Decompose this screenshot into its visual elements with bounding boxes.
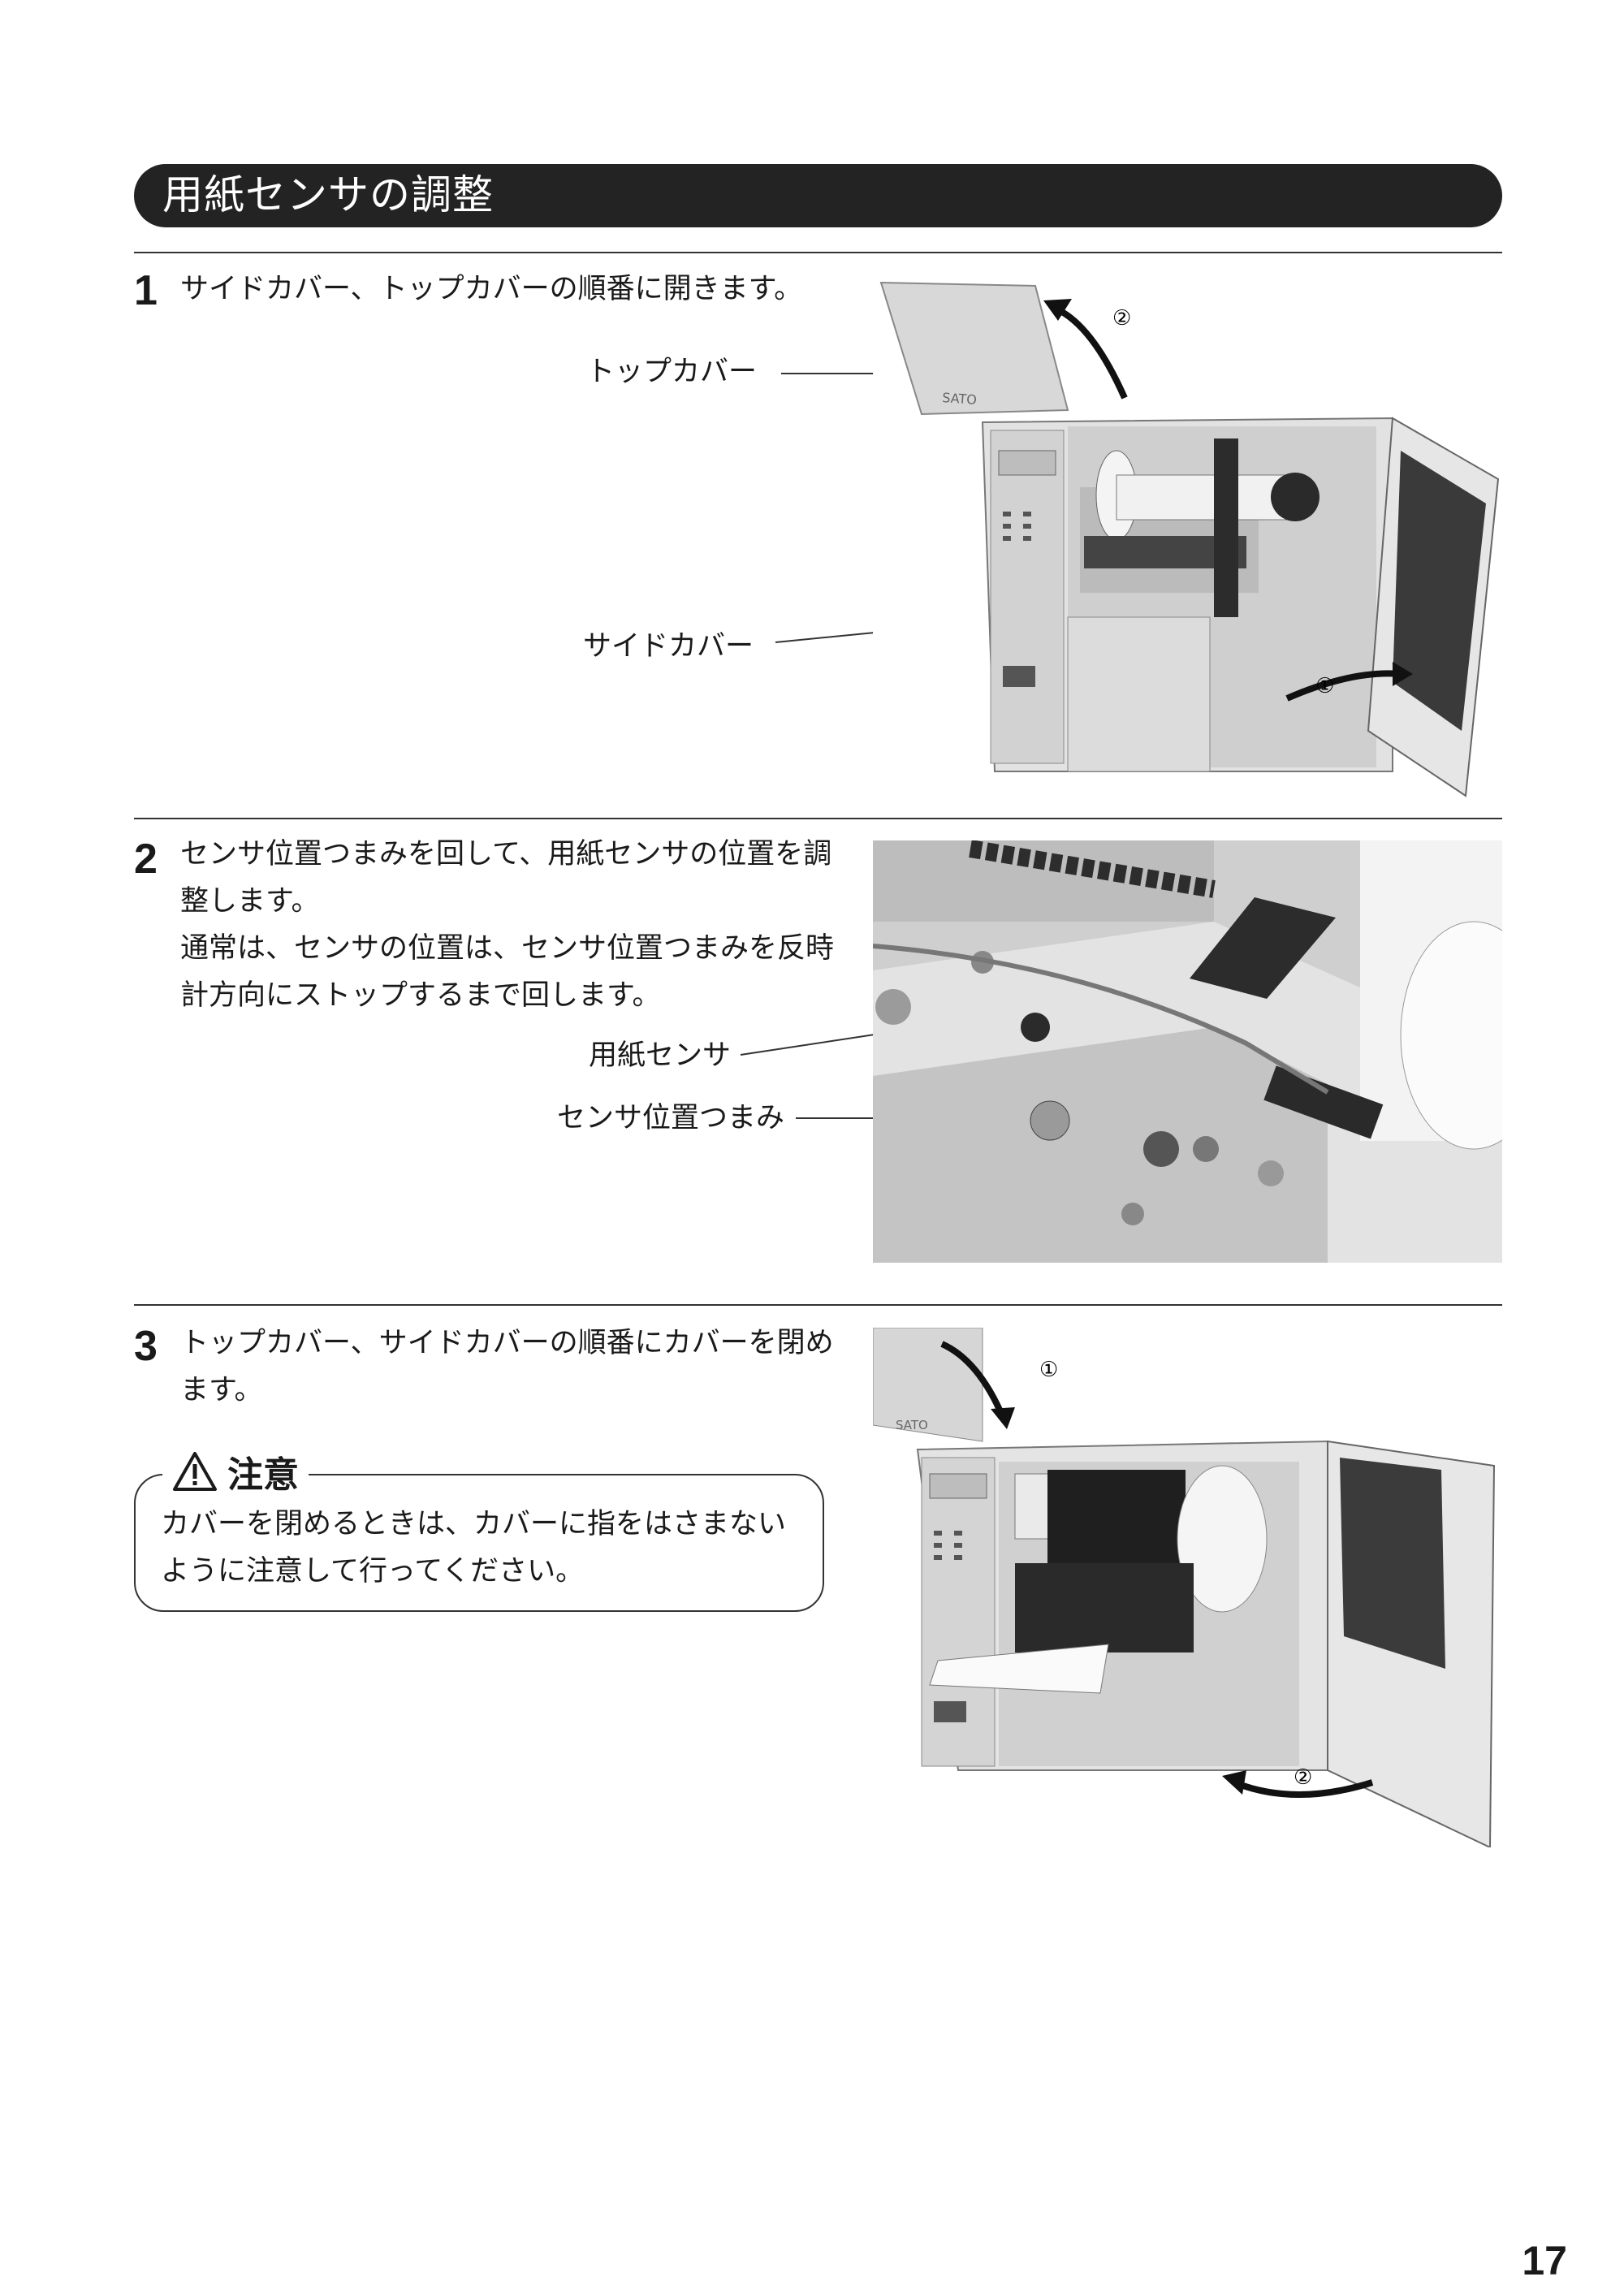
printer-closing-covers-photo: SATO ① ②: [873, 1328, 1502, 1847]
callout-top-cover: トップカバー: [586, 356, 758, 388]
caution-box: [134, 1474, 824, 1612]
callout-paper-sensor: 用紙センサ: [589, 1039, 732, 1072]
page-number: 17: [1522, 2238, 1567, 2283]
section-title-bar: [134, 164, 1502, 227]
step-number: 1: [134, 267, 158, 314]
printer-logo: SATO: [896, 1418, 928, 1432]
marker-2: ②: [1294, 1765, 1312, 1790]
section-title: 用紙センサの調整: [162, 171, 494, 218]
printer-open-covers-photo: SATO ② ①: [873, 276, 1502, 808]
step-text-line: センサ位置つまみを回して、用紙センサの位置を調: [180, 838, 832, 871]
warning-icon: [173, 1452, 217, 1491]
divider: [134, 818, 1502, 819]
callout-sensor-knob: センサ位置つまみ: [557, 1102, 785, 1134]
step-text-line: ます。: [180, 1374, 263, 1406]
marker-2: ②: [1112, 306, 1131, 330]
callout-side-cover: サイドカバー: [583, 630, 754, 663]
step-text-line: 整します。: [180, 885, 320, 918]
caution-text-line: ように注意して行ってください。: [161, 1555, 585, 1588]
step-text: サイドカバー、トップカバーの順番に開きます。: [180, 273, 803, 305]
caution-label: 注意: [227, 1454, 299, 1496]
sensor-closeup-photo: [873, 840, 1502, 1263]
printer-logo: SATO: [942, 390, 978, 408]
divider: [134, 252, 1502, 253]
step-text-line: 通常は、センサの位置は、センサ位置つまみを反時: [180, 932, 835, 965]
caution-text-line: カバーを閉めるときは、カバーに指をはさまない: [161, 1508, 787, 1540]
caution-text: カバーを閉めるときは、カバーに指をはさまない ように注意して行ってください。: [161, 1501, 810, 1595]
step-number: 3: [134, 1323, 158, 1370]
marker-1: ①: [1315, 674, 1334, 698]
step-text-line: 計方向にストップするまで回します。: [180, 979, 661, 1012]
marker-1: ①: [1039, 1358, 1058, 1382]
divider: [134, 1304, 1502, 1306]
step-text-line: トップカバー、サイドカバーの順番にカバーを閉め: [180, 1327, 834, 1359]
step-number: 2: [134, 836, 158, 883]
caution-header: 注意: [162, 1447, 309, 1496]
